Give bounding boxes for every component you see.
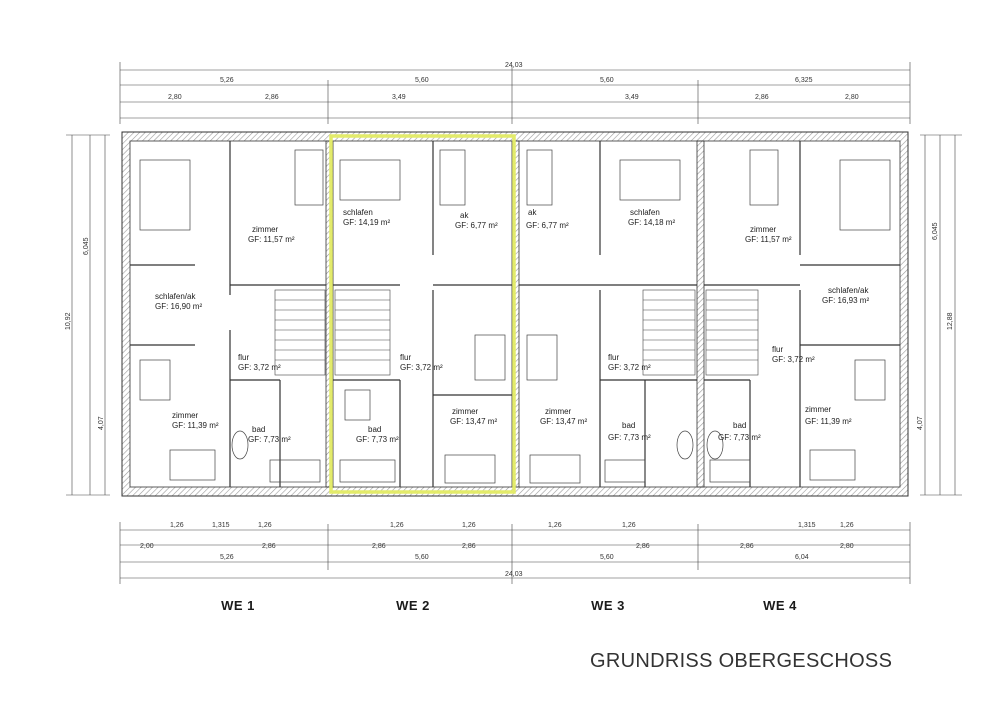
room-area: GF: 11,39 m² [805,417,852,426]
dim-bottom-row1: 1,26 [462,522,476,529]
dim-bottom-row1: 1,315 [212,522,230,529]
room-name: bad [252,425,265,434]
dim-top-row2: 2,80 [845,94,859,101]
room-labels: zimmer GF: 11,57 m² schlafen/ak GF: 16,9… [155,208,869,444]
dim-top-row1: 5,26 [220,77,234,84]
dim-bottom-row2: 2,86 [740,543,754,550]
room-area: GF: 3,72 m² [608,363,651,372]
room-area: GF: 11,39 m² [172,421,219,430]
room-name: bad [733,421,746,430]
room-name: flur [608,353,619,362]
room-area: GF: 3,72 m² [238,363,281,372]
dim-bottom-row1: 1,26 [548,522,562,529]
dim-bottom-row3: 5,60 [415,554,429,561]
room-area: GF: 14,19 m² [343,218,390,227]
dim-top-row2: 2,80 [168,94,182,101]
room-area: GF: 13,47 m² [450,417,497,426]
furniture [139,149,891,484]
dim-bottom-row2: 2,86 [372,543,386,550]
unit-label-we4: WE 4 [763,598,797,613]
room-area: GF: 14,18 m² [628,218,675,227]
dim-bottom-row2: 2,86 [262,543,276,550]
dim-left-side: 10,92 [65,312,72,330]
dim-bottom-row2: 2,86 [636,543,650,550]
room-name: bad [622,421,635,430]
room-name: ak [460,211,469,220]
room-area: GF: 13,47 m² [540,417,587,426]
room-name: zimmer [805,405,832,414]
dim-top-row1: 6,325 [795,77,813,84]
room-area: GF: 7,73 m² [248,435,291,444]
room-name: flur [238,353,249,362]
dim-bottom-row2: 2,00 [140,543,154,550]
dim-left-side: 4,07 [98,416,105,430]
dim-top-row1: 5,60 [600,77,614,84]
dim-left-side: 6,045 [83,237,90,255]
staircases [274,289,759,376]
dim-top-row2: 2,86 [755,94,769,101]
dim-bottom-row3: 5,26 [220,554,234,561]
dim-bottom-row1: 1,26 [258,522,272,529]
plan-title: GRUNDRISS OBERGESCHOSS [590,650,893,672]
room-name: schlafen [343,208,373,217]
room-area: GF: 6,77 m² [526,221,569,230]
dim-bottom-row2: 2,80 [840,543,854,550]
room-area: GF: 11,57 m² [248,235,295,244]
dim-top-row1: 5,60 [415,77,429,84]
unit-label-we1: WE 1 [221,598,255,613]
dim-right-side: 4,07 [917,416,924,430]
dim-top-row2: 3,49 [392,94,406,101]
room-name: bad [368,425,381,434]
dim-bottom-row1: 1,26 [622,522,636,529]
room-name: zimmer [545,407,572,416]
room-name: schlafen [630,208,660,217]
bottom-dimension-chains [119,522,911,584]
room-name: zimmer [252,225,279,234]
room-area: GF: 7,73 m² [608,433,651,442]
dim-right-side: 6,045 [932,222,939,240]
side-dimension-chains [66,134,962,496]
room-area: GF: 3,72 m² [772,355,815,364]
room-name: ak [528,208,537,217]
dim-bottom-row1: 1,26 [390,522,404,529]
room-name: schlafen/ak [828,286,869,295]
dim-bottom-row1: 1,315 [798,522,816,529]
room-name: zimmer [750,225,777,234]
room-area: GF: 3,72 m² [400,363,443,372]
dim-bottom-row2: 2,86 [462,543,476,550]
unit-label-we3: WE 3 [591,598,625,613]
room-area: GF: 16,93 m² [822,296,869,305]
dim-bottom-row1: 1,26 [170,522,184,529]
room-name: flur [400,353,411,362]
interior-walls [130,141,900,487]
room-area: GF: 7,73 m² [356,435,399,444]
dim-bottom-row3: 6,04 [795,554,809,561]
room-name: flur [772,345,783,354]
room-area: GF: 16,90 m² [155,302,202,311]
room-area: GF: 6,77 m² [455,221,498,230]
unit-label-we2: WE 2 [396,598,430,613]
dimension-values: 24,03 5,26 5,60 5,60 6,325 2,80 2,86 3,4… [65,62,954,578]
room-area: GF: 11,57 m² [745,235,792,244]
dim-top-row2: 2,86 [265,94,279,101]
dim-bottom-row3: 5,60 [600,554,614,561]
dim-bottom-row1: 1,26 [840,522,854,529]
dim-right-side: 12,88 [947,312,954,330]
room-name: zimmer [172,411,199,420]
room-name: schlafen/ak [155,292,196,301]
top-dimension-chains [119,62,911,124]
overall-width-top: 24,03 [505,62,523,69]
room-area: GF: 7,73 m² [718,433,761,442]
dim-top-row2: 3,49 [625,94,639,101]
room-name: zimmer [452,407,479,416]
overall-width-bottom: 24,03 [505,571,523,578]
highlighted-unit-outline [329,134,516,494]
